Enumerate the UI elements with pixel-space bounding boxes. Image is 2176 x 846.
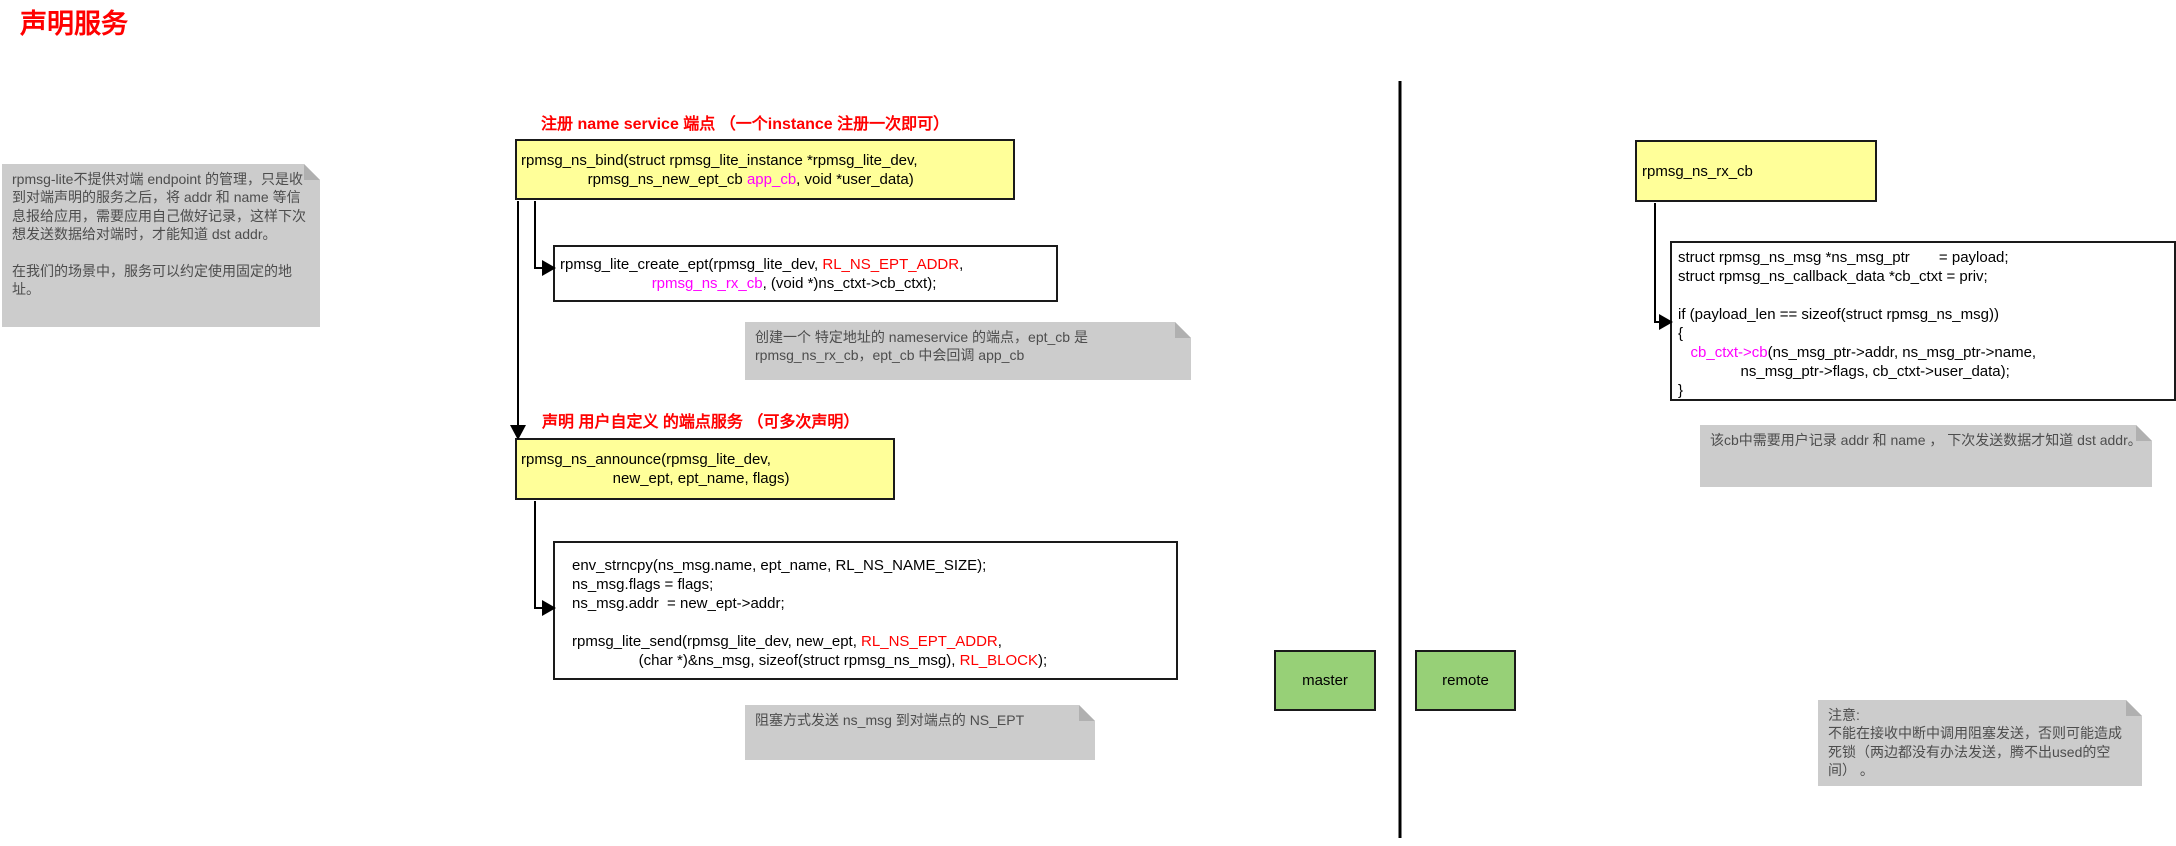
- master-lane-box: master: [1274, 650, 1376, 711]
- master-lane-label: master: [1302, 672, 1348, 689]
- rpmsg-lite-send-box: env_strncpy(ns_msg.name, ept_name, RL_NS…: [553, 541, 1178, 680]
- remote-lane-box: remote: [1415, 650, 1516, 711]
- rpmsg-ns-announce-box: rpmsg_ns_announce(rpmsg_lite_dev, new_ep…: [515, 438, 895, 500]
- deadlock-warning-note: 注意: 不能在接收中断中调用阻塞发送，否则可能造成死锁（两边都没有办法发送，腾不…: [1818, 700, 2142, 786]
- rpmsg-ns-rx-cb-label: rpmsg_ns_rx_cb: [1642, 162, 1753, 180]
- left-explanation-note: rpmsg-lite不提供对端 endpoint 的管理，只是收到对端声明的服务…: [2, 164, 320, 327]
- step2-announce-label: 声明 用户自定义 的端点服务 （可多次声明）: [542, 414, 860, 431]
- rpmsg-ns-rx-cb-box: rpmsg_ns_rx_cb: [1635, 140, 1877, 202]
- rpmsg-ns-bind-box: rpmsg_ns_bind(struct rpmsg_lite_instance…: [515, 139, 1015, 200]
- left-note-paragraph-1: rpmsg-lite不提供对端 endpoint 的管理，只是收到对端声明的服务…: [12, 171, 306, 243]
- connector-rxcb-to-code: [1654, 203, 1660, 323]
- create-ept-note: 创建一个 特定地址的 nameservice 的端点，ept_cb 是 rpms…: [745, 322, 1191, 380]
- connector-bind-to-create-ept: [534, 201, 543, 269]
- connector-announce-to-send: [534, 501, 543, 609]
- left-note-paragraph-2: 在我们的场景中，服务可以约定使用固定的地址。: [12, 262, 292, 298]
- send-blocking-note: 阻塞方式发送 ns_msg 到对端点的 NS_EPT: [745, 705, 1095, 760]
- rx-callback-note: 该cb中需要用户记录 addr 和 name ， 下次发送数据才知道 dst a…: [1700, 425, 2152, 487]
- rx-callback-code-box: struct rpmsg_ns_msg *ns_msg_ptr = payloa…: [1670, 241, 2176, 401]
- step1-register-label: 注册 name service 端点 （一个instance 注册一次即可）: [541, 116, 950, 133]
- page-title: 声明服务: [20, 9, 128, 39]
- rpmsg-lite-create-ept-box: rpmsg_lite_create_ept(rpmsg_lite_dev, RL…: [553, 245, 1058, 302]
- remote-lane-label: remote: [1442, 672, 1489, 689]
